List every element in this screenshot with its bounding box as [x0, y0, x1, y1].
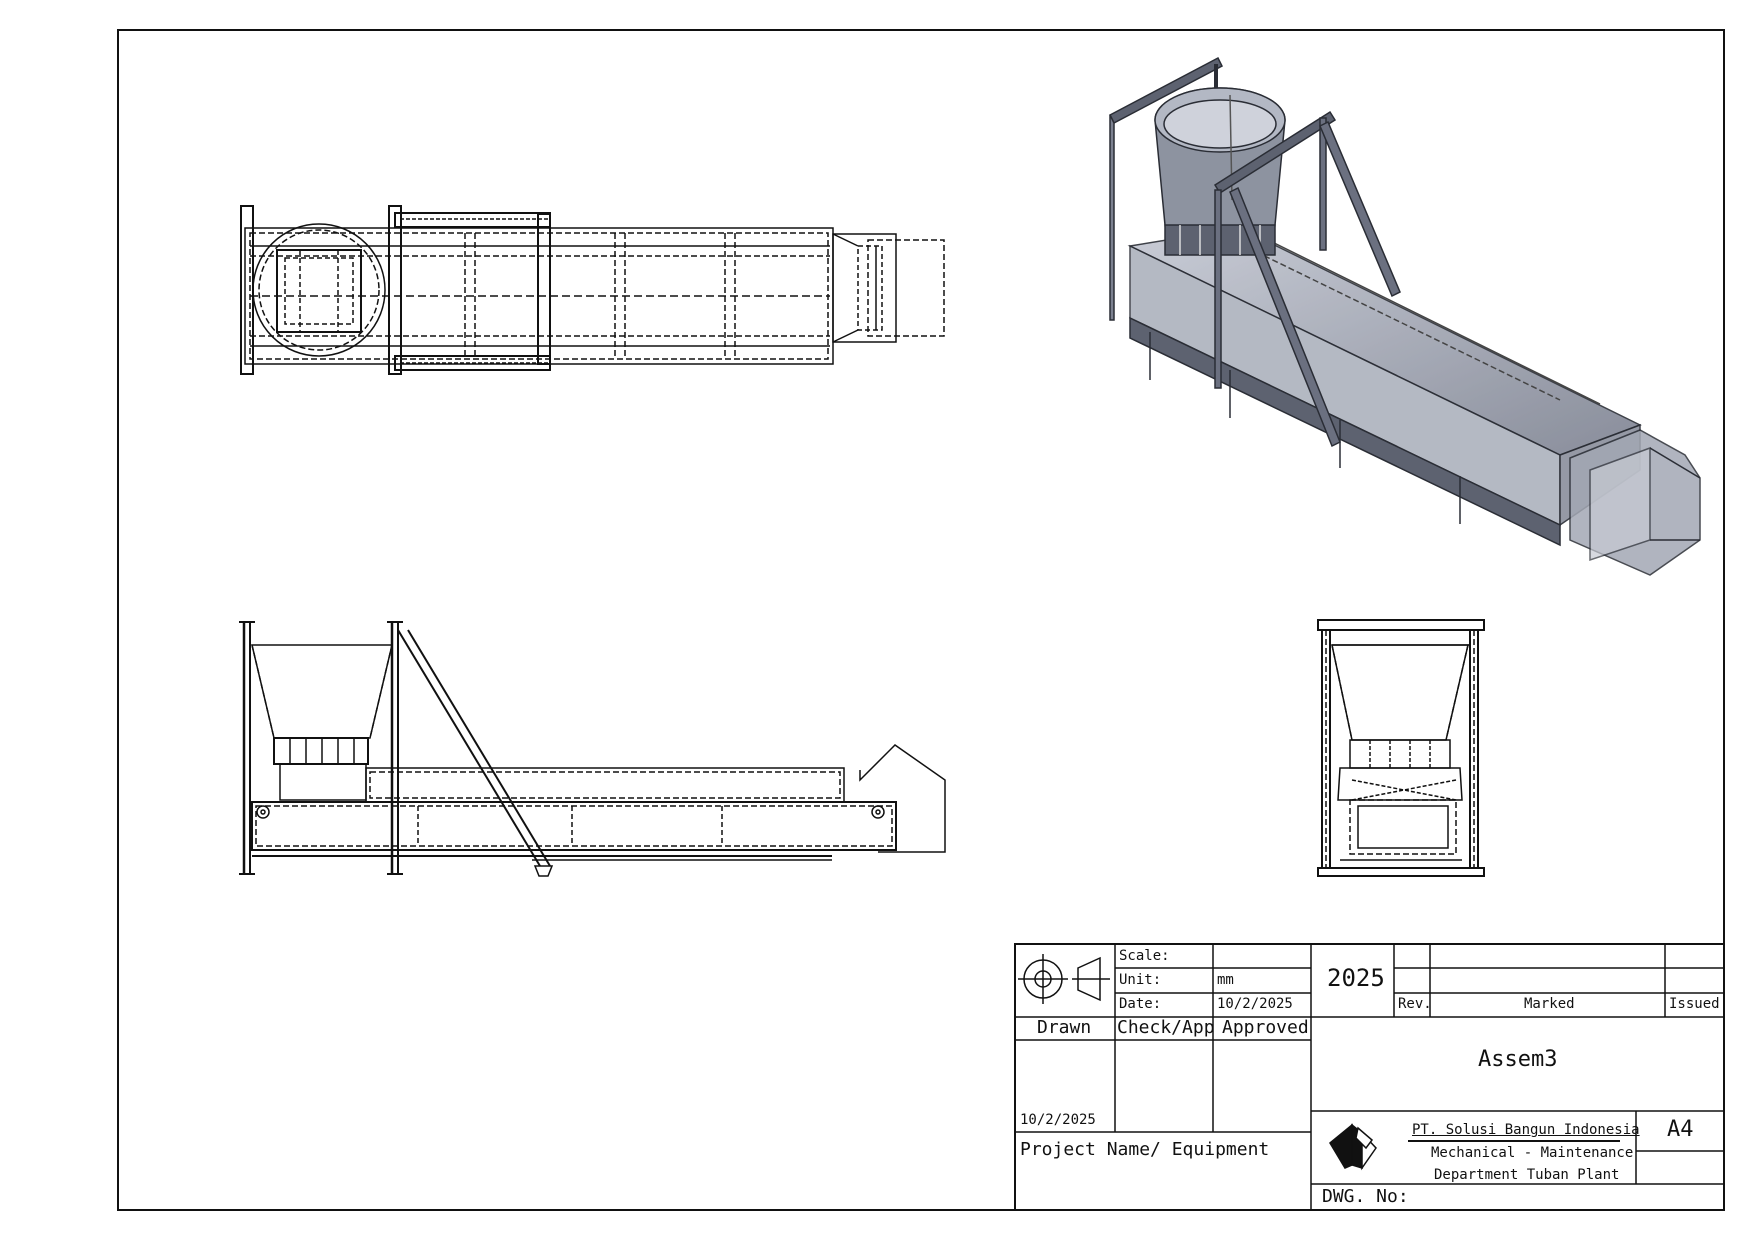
scale-label: Scale:: [1119, 948, 1170, 964]
sheet-size: A4: [1667, 1117, 1694, 1142]
company-logo-icon: [1329, 1123, 1377, 1171]
rev-label: Rev.: [1398, 996, 1432, 1012]
dwg-number-label: DWG. No:: [1322, 1186, 1409, 1207]
check-app-label: Check/App: [1117, 1017, 1215, 1038]
approved-label: Approved: [1222, 1017, 1309, 1038]
title-block-frame: [1014, 943, 1725, 1211]
isometric-view: [1109, 56, 1701, 576]
department-line-2: Department Tuban Plant: [1434, 1167, 1620, 1183]
date-value: 10/2/2025: [1217, 996, 1293, 1012]
issued-label: Issued: [1669, 996, 1720, 1012]
side-view: [1317, 619, 1485, 877]
project-name-label: Project Name/ Equipment: [1020, 1139, 1270, 1160]
marked-label: Marked: [1524, 996, 1575, 1012]
drawing-title: Assem3: [1478, 1047, 1558, 1072]
front-view: [239, 621, 946, 877]
date-label: Date:: [1119, 996, 1162, 1012]
drawing-border: [117, 29, 1725, 1211]
unit-label: Unit:: [1119, 972, 1162, 988]
drawn-date: 10/2/2025: [1020, 1112, 1096, 1128]
department-line-1: Mechanical - Maintenance: [1431, 1145, 1634, 1161]
unit-value: mm: [1217, 972, 1234, 988]
company-name: PT. Solusi Bangun Indonesia: [1412, 1122, 1640, 1138]
projection-symbol-icon: [1018, 954, 1110, 1004]
year-label: 2025: [1327, 964, 1385, 992]
drawn-label: Drawn: [1037, 1017, 1092, 1038]
top-view: [240, 205, 945, 375]
